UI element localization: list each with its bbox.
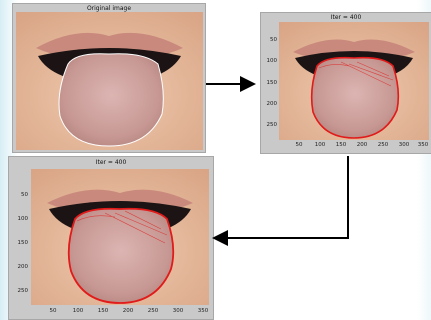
y-tick-label: 200 [14,265,28,271]
y-tick-label: 250 [263,123,277,129]
iteration-title-2: Iter = 400 [9,159,213,166]
x-tick-label: 100 [312,143,328,149]
y-tick-label: 50 [14,193,28,199]
iteration-result-panel-1: Iter = 400 50 100 150 200 250 50 100 150… [260,12,431,154]
x-tick-label: 250 [375,143,391,149]
x-tick-label: 350 [415,143,431,149]
iteration-result-panel-2: Iter = 400 50 100 150 200 250 50 100 150… [8,156,214,320]
iteration-plot-2 [31,169,209,305]
x-tick-label: 50 [45,309,61,315]
y-tick-label: 150 [263,81,277,87]
arrow-iter1-to-iter2 [214,156,348,238]
original-image-panel: Original image [12,3,206,153]
x-tick-label: 100 [70,309,86,315]
x-tick-label: 150 [333,143,349,149]
y-tick-label: 150 [14,241,28,247]
x-tick-label: 300 [170,309,186,315]
original-image-title: Original image [13,5,205,12]
x-tick-label: 150 [95,309,111,315]
y-tick-label: 50 [263,38,277,44]
x-tick-label: 250 [145,309,161,315]
y-tick-label: 200 [263,102,277,108]
x-tick-label: 350 [195,309,211,315]
y-tick-label: 250 [14,289,28,295]
x-tick-label: 200 [354,143,370,149]
original-image-plot [16,12,203,150]
y-tick-label: 100 [14,217,28,223]
iteration-title-1: Iter = 400 [261,14,431,21]
x-tick-label: 300 [396,143,412,149]
iteration-plot-1 [279,22,429,140]
x-tick-label: 200 [120,309,136,315]
y-tick-label: 100 [263,59,277,65]
x-tick-label: 50 [291,143,307,149]
tongue [59,54,163,146]
